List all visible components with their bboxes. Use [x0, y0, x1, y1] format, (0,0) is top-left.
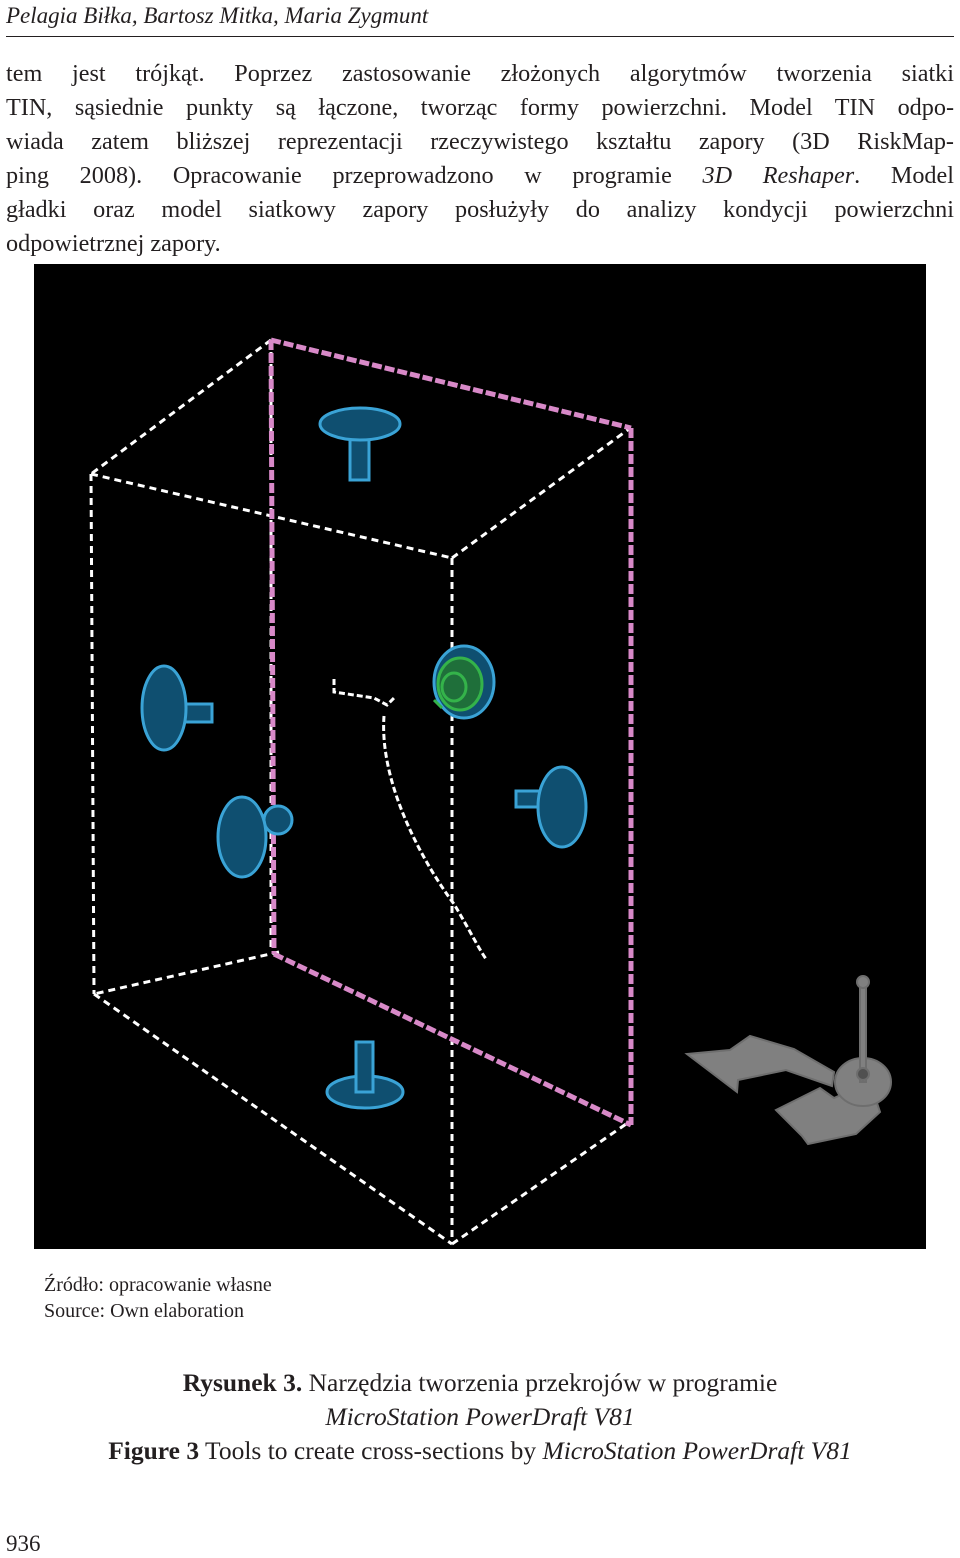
section-tool-viewport [89, 337, 892, 1246]
source-pl: Źródło: opracowanie własne [44, 1274, 272, 1296]
handle-right[interactable] [514, 765, 588, 849]
caption-pl-label: Rysunek 3. [182, 1368, 303, 1397]
caption-pl-software: MicroStation PowerDraft V81 [325, 1402, 635, 1431]
body-text-run: ping 2008). [6, 162, 143, 189]
handle-active[interactable] [432, 644, 496, 720]
caption-pl: Rysunek 3. Narzędzia tworzenia przekrojó… [0, 1366, 960, 1400]
page-number: 936 [6, 1531, 41, 1556]
body-line: TIN, sąsiednie punkty są łączone, tworzą… [6, 94, 954, 121]
figure-source: Źródło: opracowanie własne Source: Own e… [44, 1272, 272, 1324]
body-text-run: Opracowanie przeprowadzono w programie [142, 162, 703, 189]
caption-en-software: MicroStation PowerDraft V81 [542, 1436, 852, 1465]
source-en: Source: Own elaboration [44, 1300, 244, 1322]
body-line: gładki oraz model siatkowy zapory posłuż… [6, 196, 954, 223]
body-text-run: . Model [854, 162, 954, 189]
software-name: 3D Reshaper [702, 162, 855, 189]
caption-en-text: Tools to create cross-sections by [199, 1436, 543, 1465]
header-rule [6, 36, 954, 37]
section-curve [332, 679, 488, 960]
section-plane [268, 337, 634, 1128]
body-paragraph: tem jest trójkąt. Poprzez zastosowanie z… [6, 57, 954, 261]
caption-en-label: Figure 3 [108, 1436, 200, 1465]
body-line: ping 2008). Opracowanie przeprowadzono w… [6, 159, 954, 193]
handle-bottom[interactable] [325, 1040, 405, 1110]
figure-caption: Rysunek 3. Narzędzia tworzenia przekrojó… [0, 1366, 960, 1468]
handle-left[interactable] [140, 664, 214, 752]
body-line: tem jest trójkąt. Poprzez zastosowanie z… [6, 60, 954, 87]
figure-screenshot [34, 264, 926, 1249]
view-navigator-icon[interactable] [684, 975, 892, 1146]
handle-top[interactable] [318, 406, 402, 482]
caption-pl-text: Narzędzia tworzenia przekrojów w program… [302, 1368, 778, 1397]
running-header-authors: Pelagia Biłka, Bartosz Mitka, Maria Zygm… [6, 3, 429, 28]
body-line: odpowietrznej zapory. [6, 230, 221, 257]
caption-en: Figure 3 Tools to create cross-sections … [0, 1434, 960, 1468]
body-line: wiada zatem bliższej reprezentacji rzecz… [6, 128, 954, 155]
handle-left-lower[interactable] [216, 795, 294, 879]
